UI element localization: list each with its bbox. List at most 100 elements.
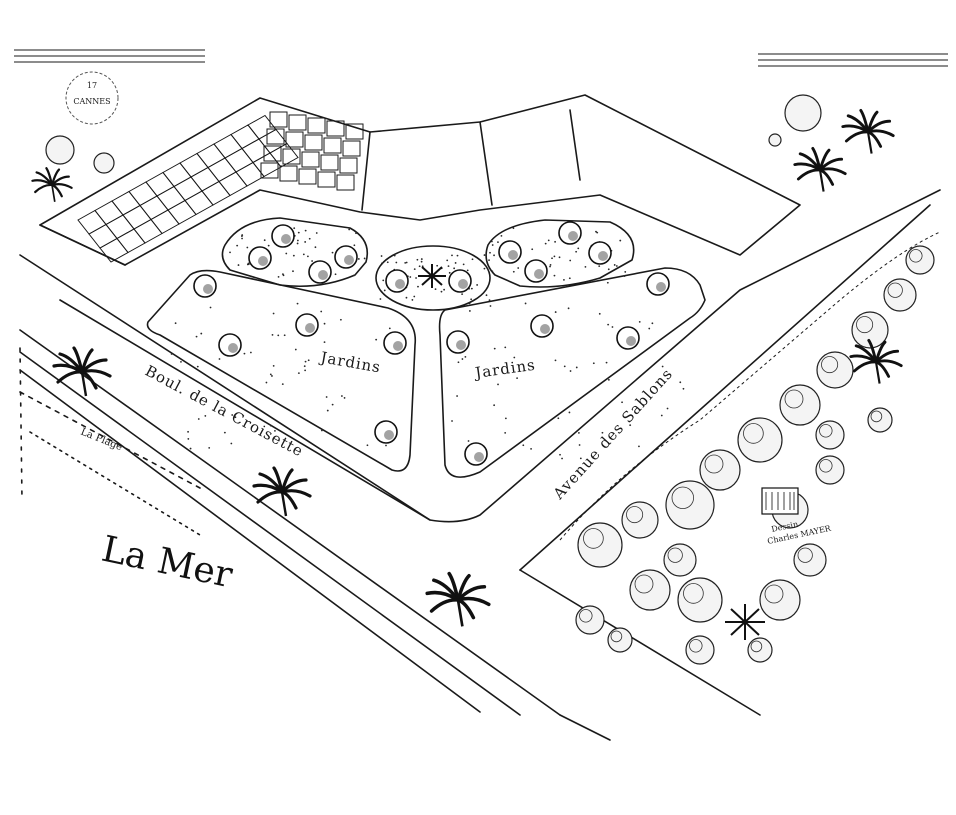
garden-dot — [504, 346, 507, 349]
garden-dot — [595, 230, 597, 233]
garden-dot — [270, 424, 272, 427]
garden-dot — [343, 397, 346, 399]
round-tree-shade — [474, 452, 484, 462]
garden-dot — [443, 288, 446, 291]
bush-detail — [821, 356, 839, 374]
room — [279, 165, 298, 182]
garden-dot — [382, 279, 385, 282]
building-block — [39, 94, 801, 266]
garden-dot — [223, 431, 226, 434]
villa-grounds — [559, 231, 941, 541]
room — [116, 228, 146, 254]
garden-dot — [348, 228, 351, 231]
garden-dot — [629, 424, 632, 427]
garden-dot — [553, 255, 556, 258]
garden-dot — [468, 302, 471, 305]
bush-icon — [663, 543, 697, 577]
room — [304, 134, 323, 151]
garden-dot — [619, 239, 622, 242]
garden-dot — [355, 232, 357, 235]
garden-dot — [470, 298, 473, 301]
garden-dot — [271, 333, 274, 336]
garden-dot — [611, 326, 614, 328]
garden-dot — [249, 351, 252, 354]
garden-dot — [493, 254, 495, 257]
round-tree-shade — [384, 430, 394, 440]
garden-dot — [418, 265, 421, 268]
garden-bed-right-jardins — [438, 267, 706, 478]
garden-dot — [453, 267, 456, 270]
round-tree-icon — [448, 269, 472, 293]
room — [184, 190, 214, 216]
garden-dot — [363, 257, 366, 260]
bush-detail — [887, 282, 903, 298]
garden-dot — [470, 287, 473, 290]
bush-icon — [629, 569, 671, 611]
building-icon — [761, 487, 799, 515]
garden-dot — [491, 244, 494, 246]
bush-icon — [677, 577, 723, 623]
room — [339, 157, 358, 174]
garden-dot — [607, 323, 610, 326]
room — [282, 148, 301, 165]
round-tree-shade — [203, 284, 213, 294]
garden-dot — [568, 411, 571, 414]
bush-detail — [870, 410, 883, 423]
garden-dot — [307, 255, 309, 258]
garden-dot — [323, 341, 326, 344]
bush-detail — [683, 583, 704, 604]
round-tree-shade — [626, 336, 636, 346]
garden-dot — [385, 444, 387, 447]
garden-dot — [490, 240, 493, 243]
garden-dot — [512, 270, 515, 273]
center-star-plant-icon — [418, 264, 446, 288]
garden-dot — [467, 440, 470, 442]
garden-dot — [666, 407, 669, 410]
garden-dot — [323, 322, 326, 325]
room — [99, 237, 129, 263]
garden-label-left: Jardins — [317, 348, 382, 377]
garden-dot — [326, 409, 329, 412]
garden-dot — [577, 247, 580, 250]
garden-dot — [624, 271, 627, 273]
round-tree-icon — [385, 269, 409, 293]
room — [128, 181, 158, 207]
garden-dot — [462, 263, 465, 266]
garden-dot — [307, 359, 310, 362]
garden-bed-center-oval — [375, 245, 491, 311]
garden-dot — [563, 365, 566, 368]
round-tree-icon — [193, 274, 217, 298]
palm-tree-icon — [841, 108, 895, 154]
garden-dot — [381, 262, 383, 265]
garden-dot — [292, 270, 294, 273]
garden-dot — [170, 353, 173, 355]
garden-dot — [304, 369, 307, 372]
round-tree-icon — [616, 326, 640, 350]
garden-dot — [265, 381, 268, 384]
garden-dot — [209, 306, 212, 309]
round-tree-shade — [393, 341, 403, 351]
garden-dot — [208, 446, 211, 449]
garden-dot — [411, 299, 414, 301]
bush-detail — [819, 424, 833, 438]
garden-dot — [559, 453, 561, 456]
garden-dot — [561, 457, 563, 460]
bush-icon — [621, 501, 659, 539]
garden-dot — [386, 261, 389, 264]
garden-dot — [413, 268, 416, 271]
room — [105, 214, 135, 240]
garden-dot — [320, 429, 323, 432]
top-right-rules — [758, 53, 948, 67]
round-tree-shade — [318, 270, 328, 280]
garden-dot — [558, 256, 561, 259]
garden-dot — [497, 383, 499, 386]
round-tree-icon — [295, 313, 319, 337]
garden-dot — [584, 265, 587, 268]
room — [326, 120, 345, 137]
bushes — [575, 245, 935, 665]
garden-dot — [230, 442, 233, 445]
garden-dot — [405, 261, 408, 264]
garden-dot — [516, 377, 518, 380]
room — [342, 140, 361, 157]
bush-icon — [699, 449, 741, 491]
